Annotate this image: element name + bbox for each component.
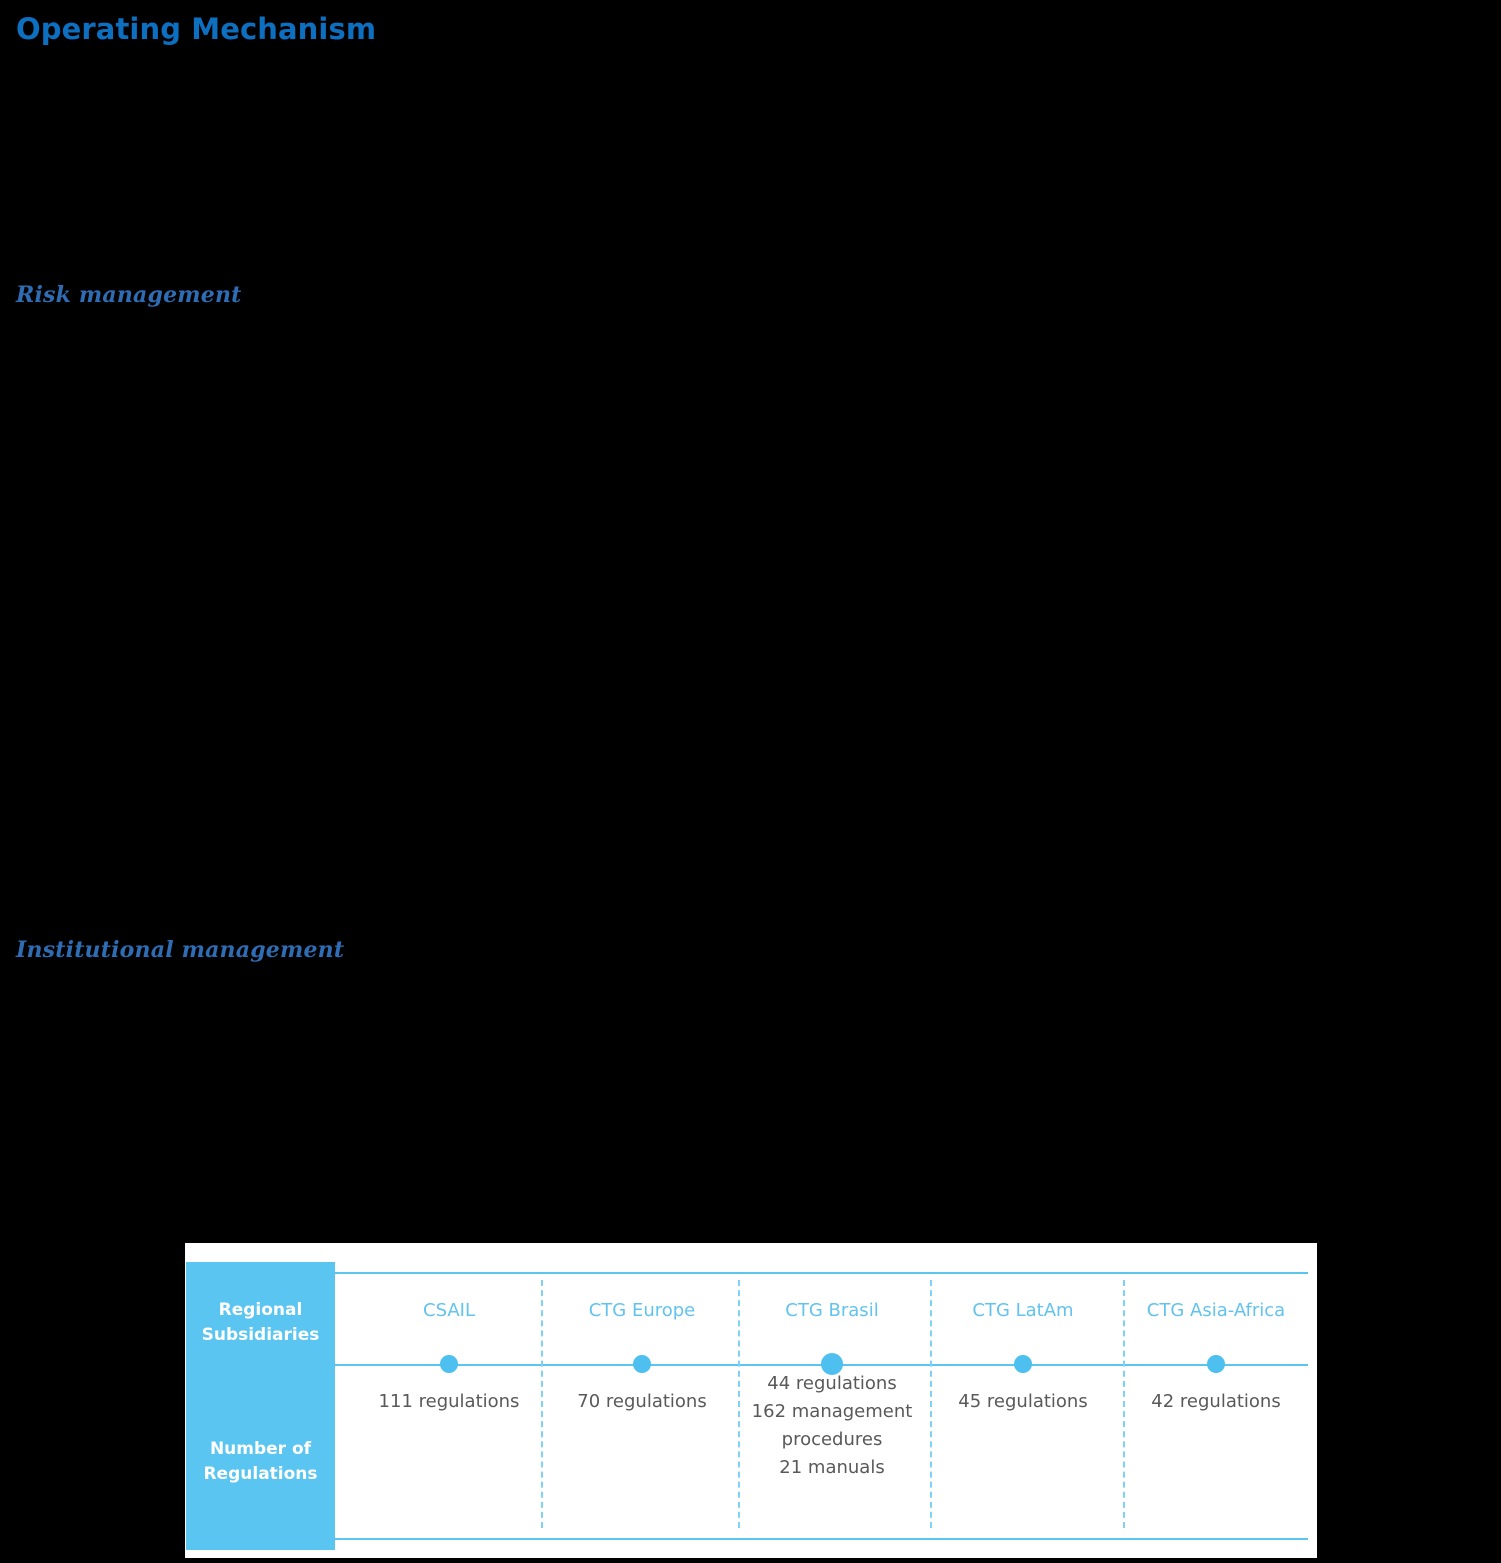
column-value: 70 regulations [546, 1388, 738, 1416]
table-rule-bottom [335, 1538, 1308, 1540]
value-line: 162 management [751, 1400, 913, 1422]
section-heading-risk-management: Risk management [16, 282, 242, 308]
row-label-line-2: Subsidiaries [201, 1324, 320, 1345]
column-divider-1 [541, 1280, 543, 1528]
timeline-dot-icon [440, 1355, 458, 1373]
regulations-table: Regional Subsidiaries Number of Regulati… [185, 1243, 1317, 1558]
column-header-label: CTG Brasil [785, 1300, 879, 1321]
section-heading-institutional-management: Institutional management [16, 937, 345, 963]
value-line: procedures [781, 1428, 883, 1450]
column-divider-3 [930, 1280, 932, 1528]
value-line: 70 regulations [577, 1391, 707, 1412]
row-label-regional-subsidiaries: Regional Subsidiaries [186, 1298, 335, 1347]
value-line: 21 manuals [779, 1456, 885, 1478]
column-value: 44 regulations 162 management procedures… [736, 1370, 928, 1482]
column-header-label: CTG Europe [588, 1300, 696, 1321]
page-title: Operating Mechanism [16, 12, 377, 46]
value-line: 44 regulations [767, 1373, 897, 1394]
row-label-line-1: Regional [218, 1300, 303, 1320]
timeline-dot-icon [821, 1353, 843, 1375]
value-line: 42 regulations [1151, 1391, 1281, 1412]
column-header-label: CSAIL [423, 1300, 475, 1321]
timeline-dot-icon [1014, 1355, 1032, 1373]
row-label-number-of-regulations: Number of Regulations [186, 1437, 335, 1486]
value-line: 111 regulations [378, 1391, 520, 1412]
column-value: 45 regulations [927, 1388, 1119, 1416]
timeline-dot-icon [1207, 1355, 1225, 1373]
value-line: 45 regulations [958, 1391, 1088, 1412]
column-divider-4 [1123, 1280, 1125, 1528]
table-row-label-column: Regional Subsidiaries Number of Regulati… [186, 1262, 335, 1550]
column-value: 111 regulations [353, 1388, 545, 1416]
row-label-line-1: Number of [209, 1439, 312, 1459]
column-header-label: CTG Asia-Africa [1146, 1300, 1286, 1321]
column-header-label: CTG LatAm [972, 1300, 1074, 1321]
column-value: 42 regulations [1120, 1388, 1312, 1416]
timeline-dot-icon [633, 1355, 651, 1373]
column-divider-2 [738, 1280, 740, 1528]
table-rule-top [335, 1272, 1308, 1274]
row-label-line-2: Regulations [203, 1463, 318, 1484]
